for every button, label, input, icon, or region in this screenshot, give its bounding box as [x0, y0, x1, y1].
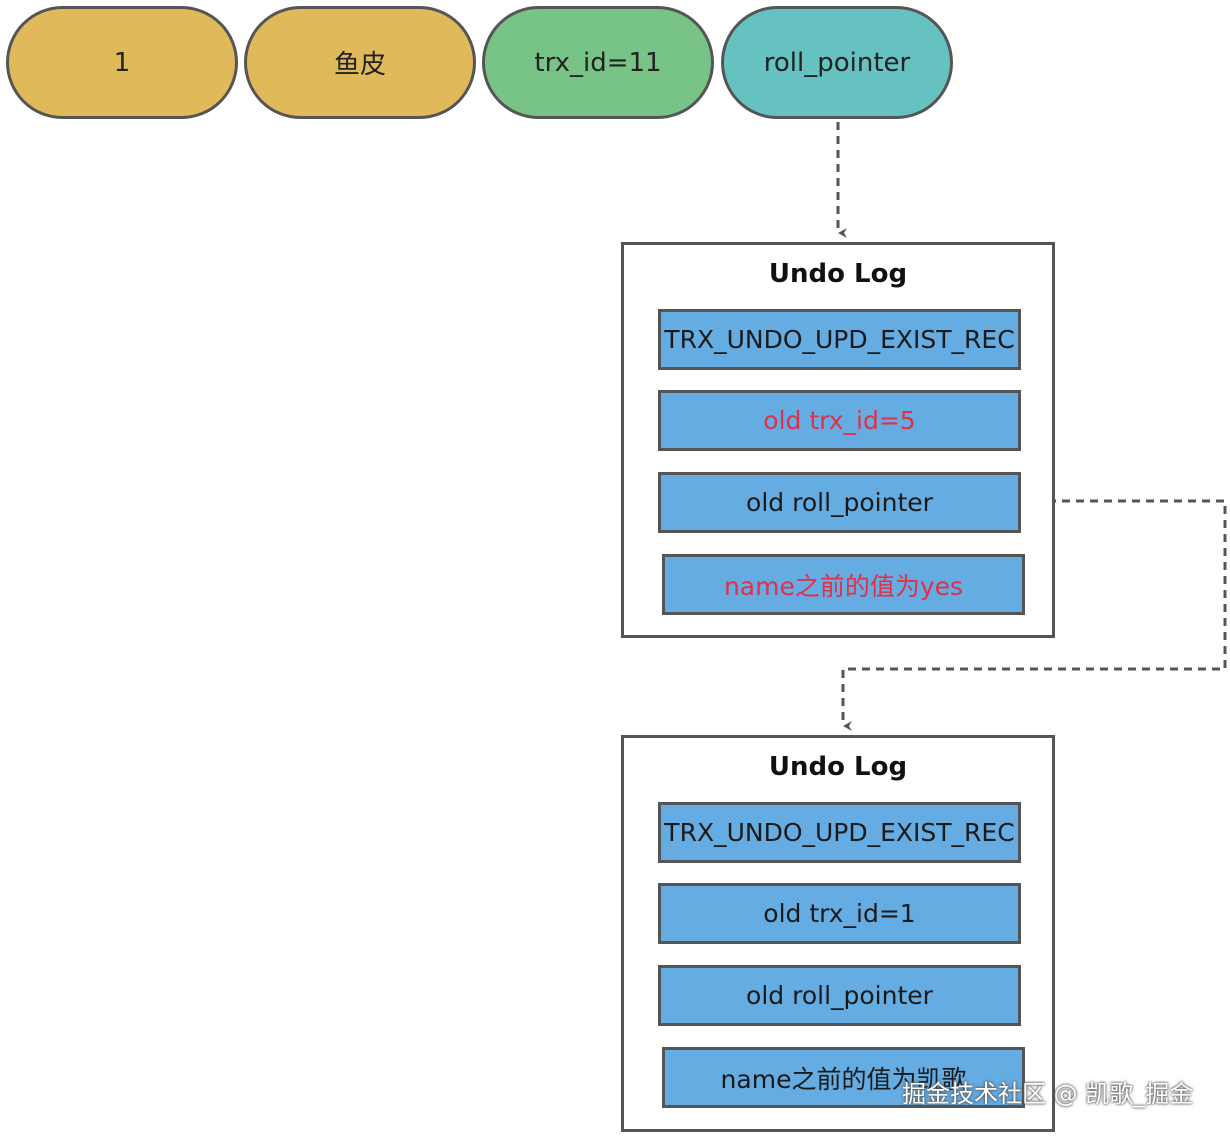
undo-log-1-old-trx-id-field: old trx_id=5 [658, 390, 1021, 451]
undo-log-1-old-trx-id-text: old trx_id=5 [763, 406, 916, 435]
undo-log-2-type-text: TRX_UNDO_UPD_EXIST_REC [664, 818, 1015, 847]
undo-log-1-name-value-field: name之前的值为yes [662, 554, 1025, 615]
undo-log-1-title: Undo Log [768, 259, 908, 289]
row-cell-name: 鱼皮 [244, 6, 476, 119]
row-cell-id-label: 1 [113, 47, 131, 78]
undo-log-2-name-value-text: name之前的值为凯歌 [720, 1064, 967, 1094]
undo-log-1-old-roll-pointer-text: old roll_pointer [746, 488, 933, 517]
undo-log-2-name-value-field: name之前的值为凯歌 [662, 1047, 1025, 1108]
watermark: 掘金技术社区 @ 凯歌_掘金 [902, 1080, 1194, 1108]
undo-log-2: Undo Log TRX_UNDO_UPD_EXIST_REC old trx_… [621, 735, 1055, 1132]
row-cell-roll-pointer: roll_pointer [721, 6, 953, 119]
undo-log-2-old-trx-id-field: old trx_id=1 [658, 883, 1021, 944]
undo-log-2-type-field: TRX_UNDO_UPD_EXIST_REC [658, 802, 1021, 863]
undo-log-1-name-value-text: name之前的值为yes [723, 571, 964, 601]
row-cell-roll-pointer-label: roll_pointer [763, 47, 911, 78]
undo-log-1-type-field: TRX_UNDO_UPD_EXIST_REC [658, 309, 1021, 370]
undo-log-1: Undo Log TRX_UNDO_UPD_EXIST_REC old trx_… [621, 242, 1055, 638]
connector-old-roll-pointer-to-undo-log-2 [841, 499, 1227, 731]
row-cell-id: 1 [6, 6, 238, 119]
undo-log-2-old-roll-pointer-field: old roll_pointer [658, 965, 1021, 1026]
undo-log-2-title: Undo Log [768, 752, 908, 782]
row-cell-trx-id: trx_id=11 [482, 6, 714, 119]
row-cell-name-label: 鱼皮 [333, 50, 386, 80]
undo-log-2-old-roll-pointer-text: old roll_pointer [746, 981, 933, 1010]
undo-log-2-old-trx-id-text: old trx_id=1 [763, 899, 916, 928]
undo-log-1-old-roll-pointer-field: old roll_pointer [658, 472, 1021, 533]
row-cell-trx-id-label: trx_id=11 [534, 47, 662, 78]
undo-log-1-type-text: TRX_UNDO_UPD_EXIST_REC [664, 325, 1015, 354]
